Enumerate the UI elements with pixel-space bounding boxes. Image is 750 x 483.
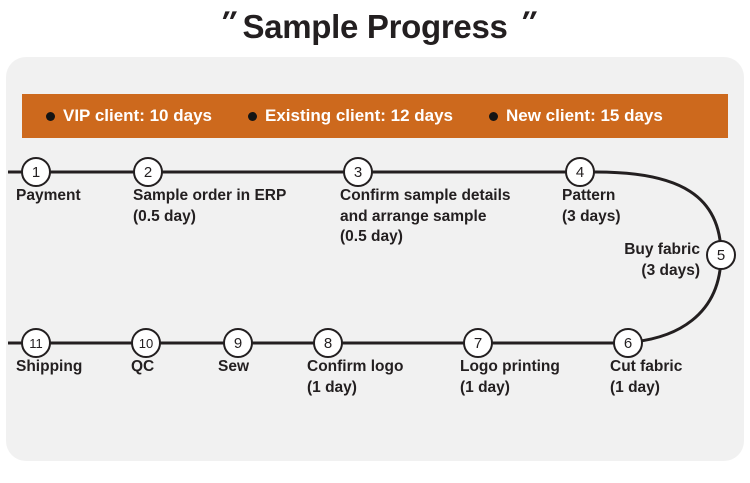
flow-label-name: Confirm sample details <box>340 187 511 204</box>
flow-label-name: Cut fabric <box>610 358 683 375</box>
banner-item-existing: Existing client: 12 days <box>247 106 453 126</box>
bullet-dot-icon <box>247 111 257 121</box>
flow-label-name: QC <box>131 358 155 375</box>
flow-node-number: 1 <box>31 163 41 181</box>
flow-node-number: 5 <box>716 246 726 264</box>
flow-node-number: 6 <box>623 334 633 352</box>
page-title: ″ Sample Progress ″ <box>0 2 750 52</box>
flow-label-duration: (3 days) <box>562 207 621 225</box>
banner-item-label: VIP client: 10 days <box>63 106 212 125</box>
flow-node-9[interactable]: 9 <box>223 328 253 358</box>
flow-node-number: 3 <box>353 163 363 181</box>
client-lead-time-banner: VIP client: 10 days Existing client: 12 … <box>22 94 728 138</box>
flow-node-number: 8 <box>323 334 333 352</box>
flow-label-3: Confirm sample details and arrange sampl… <box>340 186 511 248</box>
flow-label-duration: (1 day) <box>460 378 510 396</box>
flow-label-11: Shipping <box>16 357 82 378</box>
flow-label-name: Logo printing <box>460 358 560 375</box>
flow-node-number: 10 <box>138 335 154 351</box>
flow-node-number: 11 <box>29 335 43 351</box>
bullet-dot-icon <box>46 111 55 121</box>
flow-label-duration: (1 day) <box>610 378 660 396</box>
flow-label-5: Buy fabric (3 days) <box>504 240 700 281</box>
quote-left-icon: ″ <box>215 6 236 39</box>
flow-node-number: 2 <box>143 163 153 181</box>
banner-item-label: Existing client: 12 days <box>264 106 453 125</box>
flow-node-4[interactable]: 4 <box>565 157 595 187</box>
flow-node-2[interactable]: 2 <box>133 157 163 187</box>
flow-label-duration: (0.5 day) <box>133 207 196 225</box>
flow-node-5[interactable]: 5 <box>706 240 736 270</box>
flow-label-2: Sample order in ERP (0.5 day) <box>133 186 286 227</box>
flow-label-1: Payment <box>16 186 81 207</box>
flow-node-7[interactable]: 7 <box>463 328 493 358</box>
flow-label-duration: (1 day) <box>307 378 357 396</box>
banner-item-vip: VIP client: 10 days <box>46 106 212 126</box>
flow-label-name: Payment <box>16 187 81 204</box>
flow-node-8[interactable]: 8 <box>313 328 343 358</box>
flow-label-name: Buy fabric <box>624 241 700 258</box>
flow-label-duration: (3 days) <box>641 261 700 279</box>
page-title-text: Sample Progress <box>242 8 508 45</box>
banner-item-label: New client: 15 days <box>506 106 663 125</box>
flow-node-number: 4 <box>575 163 585 181</box>
flow-label-name: Sample order in ERP <box>133 187 287 204</box>
flow-node-10[interactable]: 10 <box>131 328 161 358</box>
flow-label-10: QC <box>131 357 154 378</box>
flow-node-1[interactable]: 1 <box>21 157 51 187</box>
flow-node-number: 9 <box>233 334 243 352</box>
flow-node-3[interactable]: 3 <box>343 157 373 187</box>
flow-label-name: Sew <box>218 358 250 375</box>
flow-node-number: 7 <box>473 334 483 352</box>
flow-node-6[interactable]: 6 <box>613 328 643 358</box>
flow-label-duration: (0.5 day) <box>340 228 403 246</box>
banner-item-new: New client: 15 days <box>489 106 663 126</box>
flow-label-8: Confirm logo (1 day) <box>307 357 403 398</box>
quote-right-icon: ″ <box>515 6 535 39</box>
flow-label-name-line2: and arrange sample <box>340 207 487 225</box>
flow-label-7: Logo printing (1 day) <box>460 357 560 398</box>
flow-label-4: Pattern (3 days) <box>562 186 621 227</box>
flow-label-name: Pattern <box>562 187 616 204</box>
bullet-dot-icon <box>489 111 498 121</box>
flow-label-name: Shipping <box>16 358 83 375</box>
flow-node-11[interactable]: 11 <box>21 328 51 358</box>
flow-label-9: Sew <box>218 357 249 378</box>
flow-label-6: Cut fabric (1 day) <box>610 357 682 398</box>
flow-label-name: Confirm logo <box>307 358 404 375</box>
